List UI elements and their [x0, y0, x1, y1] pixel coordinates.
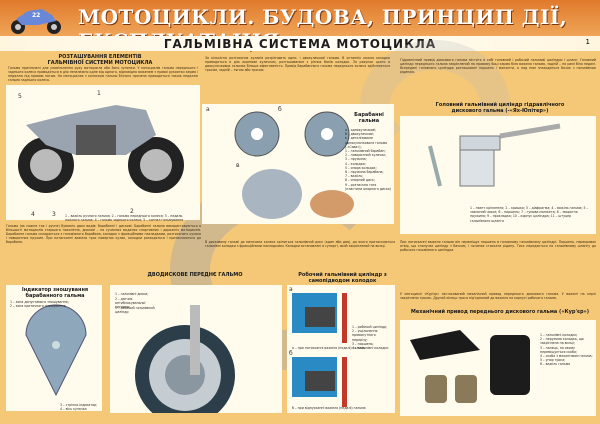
disc-legend-3: 3 – робочий гальмівний циліндр: [115, 306, 155, 315]
legend-item: 3 – палець, по якому переміщується скоба…: [540, 345, 577, 354]
section7-intro: У мотоциклі «Кур'єр» застосований механі…: [400, 292, 596, 300]
caliper-caption-a: а – при натисканні важеля (педалі) гальм…: [292, 346, 365, 350]
brake-shield-diagram: [25, 304, 87, 397]
section1-body: Гальмо (як ножне так і ручне) бувають дв…: [6, 224, 201, 244]
legend-item: 4 – скоба з механізмом гальма;: [540, 354, 593, 359]
disc-legend-1: 1 – гальмівні диски;: [115, 292, 149, 296]
disc-legend-2: 2 – датчик антиблокувальної системи;: [115, 297, 146, 310]
section6-heading: Робочий гальмівний циліндр з самопідводо…: [298, 272, 387, 284]
legend-item: 3 – поршень;: [352, 341, 374, 346]
photo-label-4: 4: [31, 211, 35, 218]
legend-item: б – двокулачкові;: [345, 132, 375, 137]
wear-legend-1: 1 – зона допустимого зношування;: [10, 300, 69, 304]
legend-item: 4 – колодки;: [345, 161, 366, 166]
legend-item: 9 – розтискна тяга (пластини опорного ди…: [345, 182, 391, 191]
section3-heading: Головний гальмівний циліндр гідравлічног…: [435, 102, 565, 114]
photo-label-3: 3: [52, 211, 56, 218]
motorcycle-photo: [18, 105, 184, 193]
legend-item: 1 – робочий циліндр;: [352, 325, 388, 329]
photo-label-2: 2: [130, 208, 134, 215]
legend-item: 7 – важіль;: [345, 174, 364, 179]
section4-heading: Індикатор зношування барабанного гальма: [21, 287, 89, 299]
section7-heading: Механічний привод переднього дискового г…: [410, 309, 590, 315]
mechanical-brake-photo: [410, 330, 530, 403]
dual-disc-photo-panel: [110, 285, 282, 424]
photo-caption: 1 – важіль ручного гальма; 2 – гальмо пе…: [65, 214, 184, 223]
section5-heading: ДВОДИСКОВЕ ПЕРЕДНЄ ГАЛЬМО: [147, 272, 243, 278]
wear-legend-2: 2 – зона критичного зношування;: [10, 304, 67, 308]
legend-item: а – однокулачкові;: [345, 128, 377, 132]
front-wheel-photo: [135, 305, 235, 424]
wear-legend-3: 3 – стрілка-індикатор;: [60, 403, 98, 407]
section2-intro: За кількістю розтискних кулаків розрізня…: [205, 56, 390, 72]
drum-brake-panel: [202, 104, 394, 224]
section3-body: При натисканні важеля гальма він переміщ…: [400, 240, 596, 252]
caliper-diagram-panel: [287, 285, 395, 413]
master-cylinder-legend: 1 – гвинт кріплення; 2 – кришка; 3 – діа…: [470, 206, 589, 223]
legend-item: 6 – важіль гальма: [540, 362, 571, 367]
caliper-legend: 1 – робочий циліндр; 2 – ущільнення прям…: [352, 325, 392, 350]
motorcycle-logo-icon: 22: [11, 9, 61, 34]
legend-item: в – деталізоване однокулачкового гальма …: [345, 136, 388, 149]
section1-intro: Гальма призначені для уповільнення руху …: [8, 66, 198, 82]
legend-item: 6 – пружина барабана;: [345, 170, 384, 175]
page-number: 1: [585, 38, 590, 46]
svg-text:22: 22: [32, 12, 40, 19]
caliper-label-b: б: [289, 350, 293, 357]
legend-item: 2 – поворотний кулачок;: [345, 153, 387, 158]
caliper-caption-b: б – при відпусканні важеля (педалі) галь…: [292, 406, 366, 410]
wear-indicator-panel: [6, 285, 102, 411]
legend-item: 2 – нерухома колодка, що закріплена на в…: [540, 337, 584, 346]
subtitle: ГАЛЬМІВНА СИСТЕМА МОТОЦИКЛА: [163, 37, 437, 51]
section2-heading: Барабанні гальма: [354, 112, 384, 124]
legend-item: 3 – пружина;: [345, 157, 367, 162]
legend-item: 8 – опорний диск;: [345, 178, 375, 183]
section2-body: В дисковому гальмі до маточини колеса кр…: [205, 240, 395, 248]
master-cylinder-diagram: [428, 123, 561, 187]
caliper-label-a: а: [289, 286, 293, 293]
mechanical-brake-panel: [400, 320, 596, 416]
photo-label-5: 5: [18, 93, 22, 100]
legend-item: 4 – гальмівні колодки: [352, 346, 389, 351]
diagram-label-v: в: [236, 162, 240, 169]
mechanical-legend: 1 – гальмівні колодки; 2 – нерухома коло…: [540, 333, 594, 367]
header-bar: 22 МОТОЦИКЛИ. БУДОВА, ПРИНЦИП ДІЇ, ЕКСПЛ…: [0, 0, 600, 53]
drum-brake-legend: а – однокулачкові; б – двокулачкові; в –…: [345, 128, 393, 191]
diagram-label-b: б: [278, 106, 282, 113]
section1-heading: РОЗТАШУВАННЯ ЕЛЕМЕНТІВ ГАЛЬМІВНОЇ СИСТЕМ…: [47, 54, 153, 66]
master-cylinder-panel: [400, 116, 596, 234]
legend-item: 2 – ущільнення прямокутного перерізу;: [352, 329, 378, 342]
wear-legend-4: 4 – вісь кулачка: [60, 407, 87, 411]
section3-intro: Гідравлічний привід дискового гальма міс…: [400, 58, 596, 74]
legend-item: 5 – упор троса;: [540, 358, 566, 363]
caliper-diagram: [292, 293, 347, 407]
drum-brake-diagram: [234, 111, 354, 219]
legend-item: 1 – гальмівний барабан;: [345, 149, 386, 154]
photo-label-1: 1: [97, 90, 101, 97]
diagram-label-a: а: [206, 106, 210, 113]
subtitle-bar: ГАЛЬМІВНА СИСТЕМА МОТОЦИКЛА 1: [0, 36, 600, 51]
legend-item: 1 – гальмівні колодки;: [540, 333, 578, 337]
legend-item: 5 – опора колодок;: [345, 165, 377, 170]
motorcycle-photo-panel: [6, 85, 200, 220]
